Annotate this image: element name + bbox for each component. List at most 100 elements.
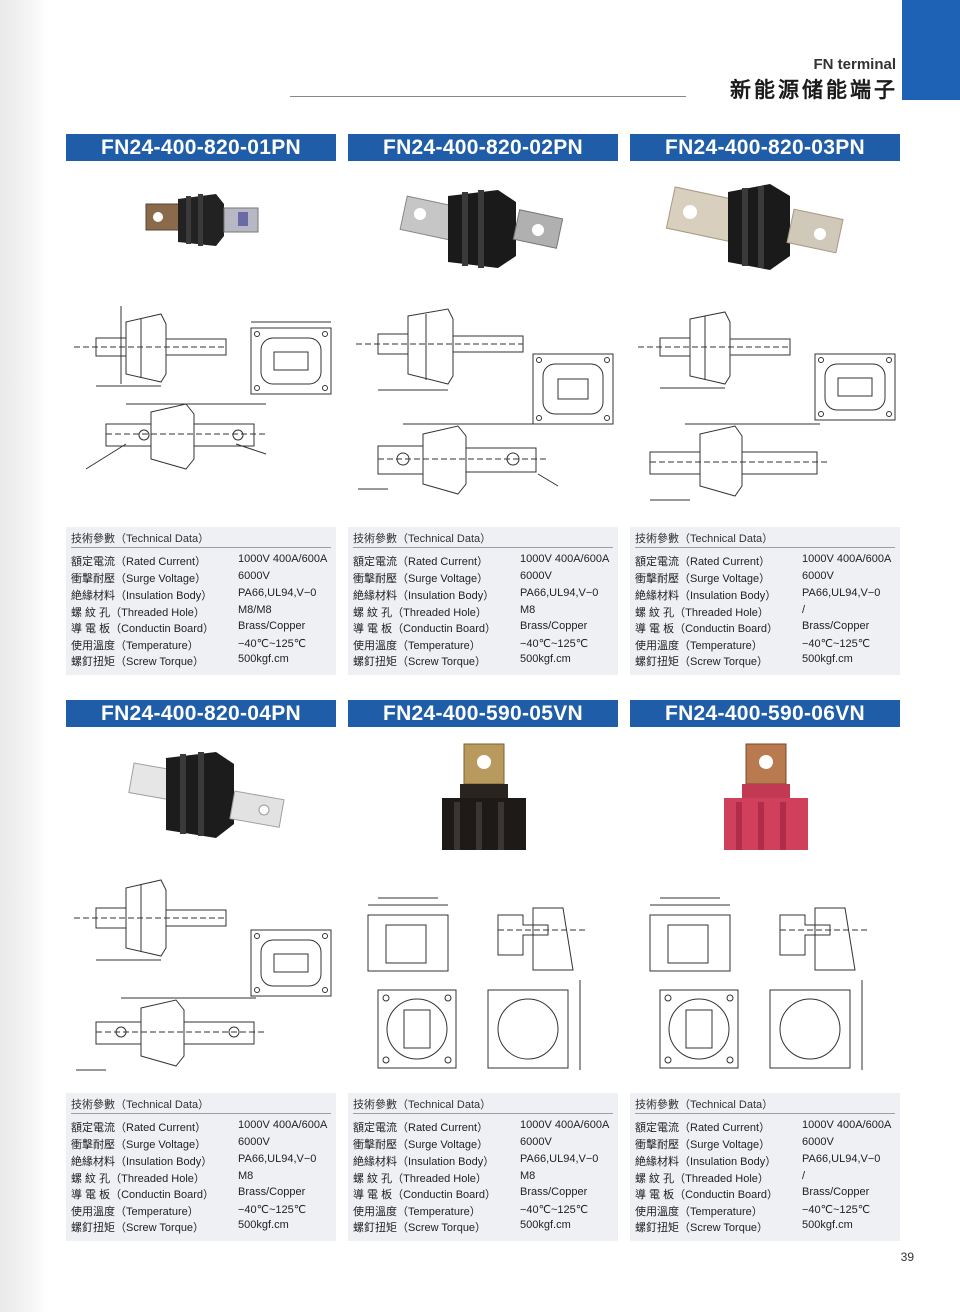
- spec-value: 6000V: [520, 570, 552, 582]
- spec-row-insulation-body: 絶緣材料（Insulation Body） PA66,UL94,V−0: [71, 587, 334, 603]
- spec-value: 6000V: [802, 1136, 834, 1148]
- spec-box: 技術參數（Technical Data） 額定電流（Rated Current）…: [348, 527, 618, 675]
- spec-label: 額定電流（Rated Current）: [71, 556, 207, 568]
- spec-label: 絶緣材料（Insulation Body）: [635, 1156, 777, 1168]
- product-panel-05: FN24-400-590-05VN 技術參數（Technical Data） 額…: [348, 700, 618, 1241]
- spec-heading: 技術參數（Technical Data）: [635, 1099, 774, 1111]
- spec-label: 額定電流（Rated Current）: [635, 1122, 771, 1134]
- spec-value: M8: [520, 1170, 536, 1182]
- spec-row-screw-torque: 螺釘扭矩（Screw Torque） 500kgf.cm: [353, 653, 616, 669]
- spec-box: 技術參數（Technical Data） 額定電流（Rated Current）…: [348, 1093, 618, 1241]
- spec-row-threaded-hole: 螺 紋 孔（Threaded Hole）M8: [71, 1170, 334, 1186]
- spec-value: 1000V 400A/600A: [238, 1119, 328, 1131]
- spec-label: 額定電流（Rated Current）: [635, 556, 771, 568]
- spec-divider: [71, 1113, 331, 1114]
- spec-row-surge-voltage: 衝擊耐壓（Surge Voltage）6000V: [353, 570, 616, 586]
- spec-label: 額定電流（Rated Current）: [353, 1122, 489, 1134]
- spec-label: 使用溫度（Temperature）: [635, 1206, 763, 1218]
- spec-value: PA66,UL94,V−0: [238, 587, 317, 599]
- spec-label: 絶緣材料（Insulation Body）: [635, 590, 777, 602]
- spec-row-surge-voltage: 衝擊耐壓（Surge Voltage） 6000V: [635, 1136, 898, 1152]
- spec-row-surge-voltage: 衝擊耐壓（Surge Voltage）6000V: [353, 1136, 616, 1152]
- spec-box: 技術參數（Technical Data） 額定電流（Rated Current）…: [66, 1093, 336, 1241]
- spec-row-insulation-body: 絶緣材料（Insulation Body）PA66,UL94,V−0: [353, 587, 616, 603]
- spec-label: 螺 紋 孔（Threaded Hole）: [635, 607, 769, 619]
- technical-drawing: [74, 306, 332, 470]
- spec-value: 500kgf.cm: [520, 653, 571, 665]
- spec-label: 絶緣材料（Insulation Body）: [353, 590, 495, 602]
- spec-heading: 技術參數（Technical Data）: [71, 1099, 210, 1111]
- spec-row-rated-current: 額定電流（Rated Current） 1000V 400A/600A: [635, 1119, 898, 1135]
- spec-box: 技術參數（Technical Data） 額定電流（Rated Current）…: [630, 527, 900, 675]
- spec-value: 500kgf.cm: [520, 1219, 571, 1231]
- spec-label: 絶緣材料（Insulation Body）: [71, 590, 213, 602]
- spec-label: 導 電 板（Conductin Board）: [353, 1189, 497, 1201]
- product-title: FN24-400-590-05VN: [348, 700, 618, 727]
- spec-label: 衝擊耐壓（Surge Voltage）: [353, 1139, 489, 1151]
- spec-label: 額定電流（Rated Current）: [71, 1122, 207, 1134]
- product-panel-03: FN24-400-820-03PN 技術參數（Technical Data） 額…: [630, 134, 900, 675]
- technical-drawing: [638, 311, 896, 501]
- spec-value: 6000V: [238, 570, 270, 582]
- spec-row-surge-voltage: 衝擊耐壓（Surge Voltage）6000V: [635, 570, 898, 586]
- spec-label: 使用溫度（Temperature）: [71, 1206, 199, 1218]
- spec-value: Brass/Copper: [238, 1186, 306, 1198]
- spec-row-conductin-board: 導 電 板（Conductin Board） Brass/Copper: [71, 620, 334, 636]
- product-title: FN24-400-590-06VN: [630, 700, 900, 727]
- spec-label: 螺釘扭矩（Screw Torque）: [353, 656, 487, 668]
- spec-value: −40℃~125℃: [238, 638, 307, 650]
- spec-value: −40℃~125℃: [520, 1204, 589, 1216]
- spec-value: 1000V 400A/600A: [802, 1119, 892, 1131]
- spec-label: 絶緣材料（Insulation Body）: [353, 1156, 495, 1168]
- spec-value: Brass/Copper: [802, 1186, 870, 1198]
- spec-heading: 技術參數（Technical Data）: [635, 533, 774, 545]
- spec-value: PA66,UL94,V−0: [520, 1153, 599, 1165]
- spec-row-temperature: 使用溫度（Temperature） −40℃~125℃: [353, 1203, 616, 1219]
- product-panel-02: FN24-400-820-02PN 技術參數（Technical Data）: [348, 134, 618, 675]
- spec-row-temperature: 使用溫度（Temperature） −40℃~125℃: [71, 637, 334, 653]
- spec-row-temperature: 使用溫度（Temperature）−40℃~125℃: [635, 637, 898, 653]
- spec-row-screw-torque: 螺釘扭矩（Screw Torque） 500kgf.cm: [353, 1219, 616, 1235]
- spec-value: Brass/Copper: [802, 620, 870, 632]
- product-title: FN24-400-820-04PN: [66, 700, 336, 727]
- spec-value: 6000V: [802, 570, 834, 582]
- spec-value: PA66,UL94,V−0: [802, 587, 881, 599]
- spec-label: 使用溫度（Temperature）: [353, 640, 481, 652]
- spec-label: 使用溫度（Temperature）: [71, 640, 199, 652]
- spec-label: 導 電 板（Conductin Board）: [71, 623, 215, 635]
- spec-label: 衝擊耐壓（Surge Voltage）: [635, 1139, 771, 1151]
- spec-value: Brass/Copper: [238, 620, 306, 632]
- spec-label: 衝擊耐壓（Surge Voltage）: [71, 1139, 207, 1151]
- spec-label: 螺釘扭矩（Screw Torque）: [353, 1222, 487, 1234]
- spec-value: PA66,UL94,V−0: [802, 1153, 881, 1165]
- spec-value: M8: [520, 604, 536, 616]
- corner-tab: [902, 0, 960, 100]
- spec-label: 絶緣材料（Insulation Body）: [71, 1156, 213, 1168]
- spec-label: 使用溫度（Temperature）: [635, 640, 763, 652]
- spec-row-temperature: 使用溫度（Temperature） −40℃~125℃: [71, 1203, 334, 1219]
- page-number: 39: [900, 1250, 914, 1264]
- spec-box: 技術參數（Technical Data） 額定電流（Rated Current）…: [66, 527, 336, 675]
- spec-value: 500kgf.cm: [238, 653, 289, 665]
- header-title-cn: 新能源储能端子: [730, 79, 898, 102]
- product-title: FN24-400-820-01PN: [66, 134, 336, 161]
- spec-row-rated-current: 額定電流（Rated Current）1000V 400A/600A: [353, 553, 616, 569]
- spec-label: 螺釘扭矩（Screw Torque）: [71, 1222, 205, 1234]
- spec-label: 螺釘扭矩（Screw Torque）: [635, 656, 769, 668]
- spec-row-conductin-board: 導 電 板（Conductin Board）Brass/Copper: [353, 1186, 616, 1202]
- spec-value: 1000V 400A/600A: [238, 553, 328, 565]
- spec-label: 螺釘扭矩（Screw Torque）: [71, 656, 205, 668]
- spec-divider: [353, 1113, 613, 1114]
- spec-label: 使用溫度（Temperature）: [353, 1206, 481, 1218]
- spec-heading: 技術參數（Technical Data）: [353, 533, 492, 545]
- spec-value: −40℃~125℃: [238, 1204, 307, 1216]
- spec-value: 1000V 400A/600A: [520, 1119, 610, 1131]
- spec-label: 導 電 板（Conductin Board）: [635, 1189, 779, 1201]
- spec-row-rated-current: 額定電流（Rated Current） 1000V 400A/600A: [71, 1119, 334, 1135]
- product-title: FN24-400-820-03PN: [630, 134, 900, 161]
- spec-row-conductin-board: 導 電 板（Conductin Board） Brass/Copper: [635, 1186, 898, 1202]
- product-photo: [442, 743, 526, 850]
- spec-label: 螺 紋 孔（Threaded Hole）: [71, 1173, 205, 1185]
- technical-drawing: [367, 897, 588, 1070]
- product-photo: [128, 752, 285, 838]
